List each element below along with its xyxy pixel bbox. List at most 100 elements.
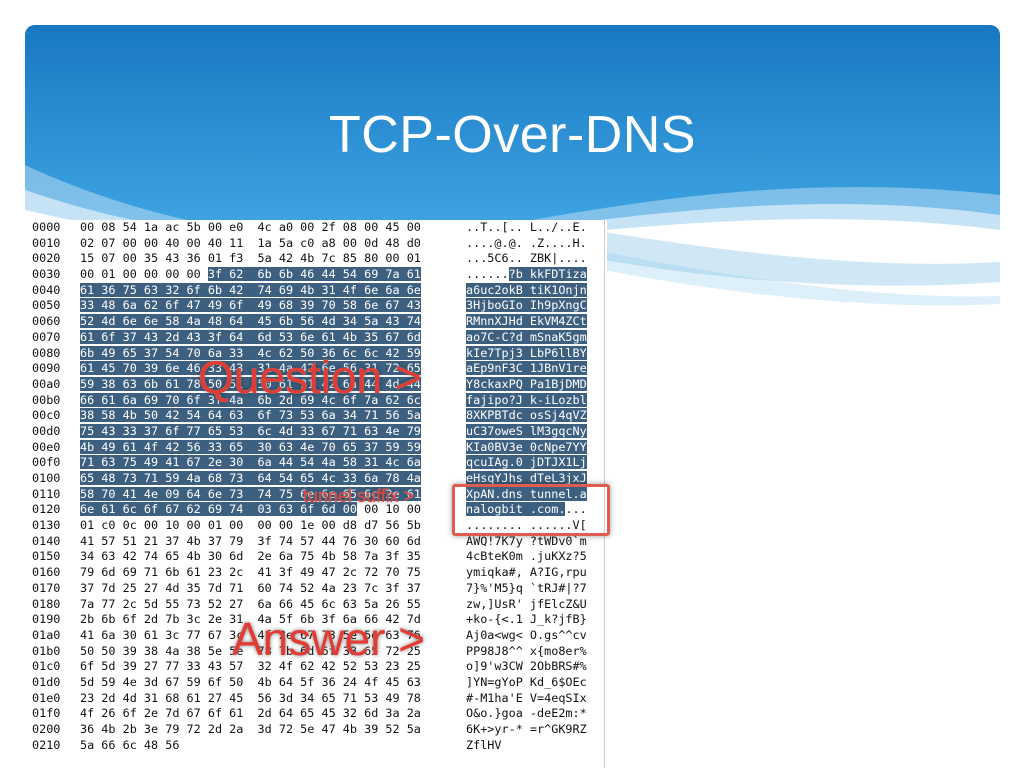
hexdump-ascii: ]YN=gYoP Kd_6$OEc xyxy=(466,674,587,689)
hexdump-ascii: eHsqYJhs dTeL3jxJ xyxy=(466,471,587,485)
hexdump-offset: 00d0 xyxy=(32,423,61,438)
hexdump-offset: 0020 xyxy=(32,251,61,266)
hexdump-row: 0210 5a 66 6c 48 56 ZflHV xyxy=(32,738,607,754)
hexdump-bytes: 61 6f 37 43 2d 43 3f 64 6d 53 6e 61 4b 3… xyxy=(80,329,421,344)
answer-label: Answer > xyxy=(232,613,426,665)
hexdump-ascii: ........ ......V[ xyxy=(466,518,587,533)
hexdump-offset: 00c0 xyxy=(32,408,61,423)
hexdump-offset: 0000 xyxy=(32,220,61,234)
hexdump-bytes: 61 36 75 63 32 6f 6b 42 74 69 4b 31 4f 6… xyxy=(80,282,421,297)
hexdump-offset: 0080 xyxy=(32,345,61,360)
hexdump-bytes: 5a 66 6c 48 56 xyxy=(80,737,180,752)
hexdump-ascii: Aj0a<wg< O.gs^^cv xyxy=(466,627,587,642)
hexdump-ascii: ....@.@. .Z....H. xyxy=(466,235,587,250)
hexdump-bytes: 38 58 4b 50 42 54 64 63 6f 73 53 6a 34 7… xyxy=(80,408,421,423)
hexdump-ascii: 7}%'M5}q `tRJ#|?7 xyxy=(466,580,587,595)
hexdump-bytes: 6e 61 6c 6f 67 62 69 74 03 63 6f 6d 00 0… xyxy=(80,502,421,517)
hexdump-row: 0040 61 36 75 63 32 6f 6b 42 74 69 4b 31 … xyxy=(32,282,607,299)
hexdump-bytes: 66 61 6a 69 70 6f 3f 4a 6b 2d 69 4c 6f 7… xyxy=(80,392,421,407)
hexdump-bytes: 37 7d 25 27 4d 35 7d 71 60 74 52 4a 23 7… xyxy=(80,580,421,595)
hexdump-row: 01a0 41 6a 30 61 3c 77 67 3c 4f 2e 67 73 … xyxy=(32,628,607,644)
hexdump-ascii: KIa0BV3e 0cNpe7YY xyxy=(466,439,587,454)
hexdump-bytes: 59 38 63 6b 61 78 50 51 50 61 31 42 6a 4… xyxy=(80,376,421,391)
hexdump-offset: 0050 xyxy=(32,298,61,313)
hexdump-row: 00e0 4b 49 61 4f 42 56 33 65 30 63 4e 70 … xyxy=(32,439,607,456)
hexdump-ascii: 8XKPBTdc osSj4qVZ xyxy=(466,408,587,423)
hexdump-bytes: 34 63 42 74 65 4b 30 6d 2e 6a 75 4b 58 7… xyxy=(80,549,421,564)
hexdump-bytes: 4f 26 6f 2e 7d 67 6f 61 2d 64 65 45 32 6… xyxy=(80,706,421,721)
hexdump-ascii: XpAN.dns tunnel.a xyxy=(466,486,587,501)
hexdump-offset: 0070 xyxy=(32,329,61,344)
hexdump-offset: 00a0 xyxy=(32,376,61,391)
hexdump-row: 01c0 6f 5d 39 27 77 33 43 57 32 4f 62 42 … xyxy=(32,659,607,675)
hexdump-ascii: aEp9nF3C 1JBnV1re xyxy=(466,361,587,376)
hexdump-offset: 01c0 xyxy=(32,659,61,674)
hexdump-ascii: qcuIAg.0 jDTJX1Lj xyxy=(466,455,587,470)
hexdump-offset: 01d0 xyxy=(32,674,61,689)
hexdump-bytes: 75 43 33 37 6f 77 65 53 6c 4d 33 67 71 6… xyxy=(80,423,421,438)
hexdump-ascii: AWQ!7K7y ?tWDv0`m xyxy=(466,533,587,548)
hexdump-offset: 0040 xyxy=(32,282,61,297)
hexdump-offset: 0010 xyxy=(32,235,61,250)
hexdump-bytes: 52 4d 6e 6e 58 4a 48 64 45 6b 56 4d 34 5… xyxy=(80,314,421,329)
hexdump-ascii: a6uc2okB tiK1Onjn xyxy=(466,282,587,297)
hexdump-offset: 0110 xyxy=(32,486,61,501)
hexdump-offset: 0100 xyxy=(32,471,61,485)
hexdump-bytes: 36 4b 2b 3e 79 72 2d 2a 3d 72 5e 47 4b 3… xyxy=(80,722,421,736)
hexdump-row: 0010 02 07 00 00 40 00 40 11 1a 5a c0 a8 … xyxy=(32,236,607,252)
hexdump-offset: 0170 xyxy=(32,580,61,595)
hexdump-row: 0170 37 7d 25 27 4d 35 7d 71 60 74 52 4a … xyxy=(32,581,607,597)
hexdump-row: 00a0 59 38 63 6b 61 78 50 51 50 61 31 42 … xyxy=(32,376,607,393)
hexdump-offset: 0210 xyxy=(32,737,61,752)
hexdump-ascii: ao7C-C?d mSnaK5gm xyxy=(466,329,587,344)
hexdump-ascii: ZflHV xyxy=(466,737,502,752)
hexdump-offset: 0130 xyxy=(32,518,61,533)
hexdump-row: 0070 61 6f 37 43 2d 43 3f 64 6d 53 6e 61 … xyxy=(32,329,607,346)
hexdump-ascii: ..T..[.. L../..E. xyxy=(466,220,587,234)
hexdump-ascii: 4cBteK0m .juKXz?5 xyxy=(466,549,587,564)
hexdump-offset: 01b0 xyxy=(32,643,61,658)
hexdump-ascii: PP98J8^^ x{mo8er% xyxy=(466,643,587,658)
hexdump-offset: 0150 xyxy=(32,549,61,564)
hexdump-ascii: Y8ckaxPQ Pa1BjDMD xyxy=(466,376,587,391)
hexdump-bytes: 65 48 73 71 59 4a 68 73 64 54 65 4c 33 6… xyxy=(80,471,421,485)
tunnel-suffix-label: tunnel suffix > xyxy=(303,486,415,506)
hexdump-bytes: 01 c0 0c 00 10 00 01 00 00 00 1e 00 d8 d… xyxy=(80,518,421,533)
hexdump-row: 0200 36 4b 2b 3e 79 72 2d 2a 3d 72 5e 47 … xyxy=(32,722,607,738)
hexdump-bytes: 41 6a 30 61 3c 77 67 3c 4f 2e 67 73 5e 5… xyxy=(80,627,421,642)
hexdump-bytes: 79 6d 69 71 6b 61 23 2c 41 3f 49 47 2c 7… xyxy=(80,565,421,580)
hexdump-bytes: 4b 49 61 4f 42 56 33 65 30 63 4e 70 65 3… xyxy=(80,439,421,454)
hexdump-ascii: O&o.}goa -deE2m:* xyxy=(466,706,587,721)
hexdump-bytes: 33 48 6a 62 6f 47 49 6f 49 68 39 70 58 6… xyxy=(80,298,421,313)
hexdump-ascii: #-M1ha'E V=4eqSIx xyxy=(466,690,587,705)
hexdump-ascii: ...5C6.. ZBK|.... xyxy=(466,251,587,266)
hexdump-offset: 0160 xyxy=(32,565,61,580)
hexdump-bytes: 2b 6b 6f 2d 7b 3c 2e 31 4a 5f 6b 3f 6a 6… xyxy=(80,612,421,627)
hexdump-ascii: uC37oweS lM3gqcNy xyxy=(466,423,587,438)
hexdump-row: 0050 33 48 6a 62 6f 47 49 6f 49 68 39 70 … xyxy=(32,298,607,314)
hexdump-ascii: nalogbit .com.... xyxy=(466,502,587,517)
hexdump-bytes: 71 63 75 49 41 67 2e 30 6a 44 54 4a 58 3… xyxy=(80,455,421,470)
hexdump-bytes: 00 01 00 00 00 00 3f 62 6b 6b 46 44 54 6… xyxy=(80,267,421,282)
hexdump-offset: 01a0 xyxy=(32,627,61,642)
hexdump-offset: 0060 xyxy=(32,314,61,329)
hexdump-bytes: 02 07 00 00 40 00 40 11 1a 5a c0 a8 00 0… xyxy=(80,235,421,250)
hexdump-ascii: ymiqka#, A?IG,rpu xyxy=(466,565,587,580)
hexdump-offset: 0200 xyxy=(32,722,61,736)
hexdump-row: 0160 79 6d 69 71 6b 61 23 2c 41 3f 49 47 … xyxy=(32,565,607,581)
hexdump-offset: 00e0 xyxy=(32,439,61,454)
hexdump-offset: 01e0 xyxy=(32,690,61,705)
hexdump-bytes: 6f 5d 39 27 77 33 43 57 32 4f 62 42 52 5… xyxy=(80,659,421,674)
hexdump-row: 0060 52 4d 6e 6e 58 4a 48 64 45 6b 56 4d … xyxy=(32,314,607,330)
hexdump-ascii: zw,]UsR' jfElcZ&U xyxy=(466,596,587,611)
